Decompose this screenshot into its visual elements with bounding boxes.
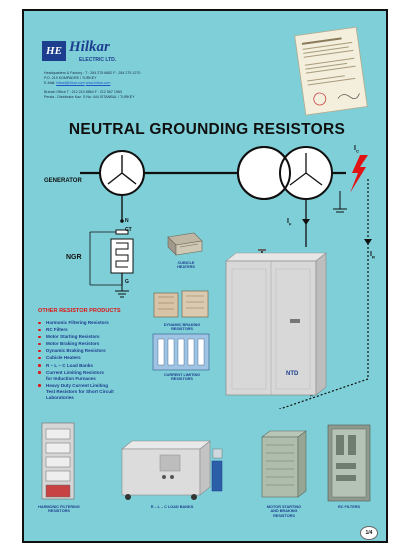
list-item: Laboratories — [46, 394, 74, 400]
address-line-3: Branch Office T : 212 210 8864 F : 212 5… — [44, 90, 122, 94]
list-item: Harmonic Filtering Resistors — [36, 319, 156, 326]
generator-label: GENERATOR — [44, 178, 82, 184]
rc-filters-image — [327, 424, 371, 502]
harmonic-filtering-image — [41, 422, 75, 500]
ic-subscript: C — [355, 148, 359, 154]
ground-label: G — [125, 279, 129, 285]
ngr-label: NGR — [66, 254, 82, 261]
ntd-cabinet-image — [225, 249, 327, 396]
list-item: Current Limiting Resistors — [36, 369, 156, 376]
address-line-4: Persia - Distributor Kaz. S No: 444 ISTA… — [44, 95, 135, 99]
email-link[interactable]: hilkar@hilkar.com — [56, 81, 85, 85]
company-name: Hilkar — [69, 39, 110, 55]
address-line-2: P.O. 219 KOMPADRE / TURKEY — [44, 76, 97, 80]
company-subtitle: ELECTRIC LTD. — [79, 57, 117, 63]
harmonic-filtering-caption: HARMONIC FILTERING RESISTORS — [38, 505, 80, 514]
rlc-load-bank-image — [121, 440, 223, 500]
rc-filters-caption: RC FILTERS — [337, 505, 361, 509]
if-subscript: F — [288, 221, 292, 227]
email-line: E-Mail: hilkar@hilkar.com www.hilkar.com — [44, 81, 110, 85]
list-item: Cubicle Heaters — [36, 354, 156, 361]
current-limiting-caption: CURRENT LIMITING RESISTORS — [163, 373, 201, 382]
ntd-label: NTD — [286, 371, 299, 377]
neutral-label: N — [125, 218, 129, 224]
rlc-load-banks-caption: R – L – C LOAD BANKS — [150, 505, 194, 509]
ir-subscript: R — [371, 254, 375, 260]
list-item: RC Filters — [36, 326, 156, 333]
resistor-current-label: IR — [370, 251, 375, 259]
company-logo-mark: HE — [42, 41, 66, 61]
certificate-image — [294, 26, 368, 116]
motor-starting-image — [261, 430, 307, 498]
list-item: for Induction Furnaces — [46, 375, 96, 381]
if-symbol: I — [287, 218, 289, 225]
ic-symbol: I — [354, 145, 356, 152]
cubicle-heaters-caption: CUBICLE HEATERS — [177, 261, 195, 270]
poster: HE Hilkar ELECTRIC LTD. Headquarters & F… — [22, 9, 388, 543]
email-label: E-Mail: — [44, 81, 56, 85]
motor-starting-caption: MOTOR STARTING AND BRAKING RESISTORS — [266, 505, 302, 518]
dynamic-braking-caption: DYNAMIC BRAKING RESISTORS — [163, 323, 201, 332]
cubicle-heater-image — [167, 232, 203, 256]
page-title: NEUTRAL GROUNDING RESISTORS — [68, 121, 346, 138]
products-title: OTHER RESISTOR PRODUCTS — [38, 308, 121, 314]
list-item: Test Resistors for Short Circuit — [46, 388, 114, 394]
website-link[interactable]: www.hilkar.com — [85, 81, 111, 85]
products-list: Harmonic Filtering Resistors RC Filters … — [36, 319, 156, 401]
list-item: R – L – C Load Banks — [36, 362, 156, 369]
fault-current-label: IF — [287, 218, 291, 226]
wiring-diagram — [80, 146, 372, 409]
ct-label: CT — [125, 227, 132, 233]
capacitive-current-label: IC — [354, 145, 359, 153]
list-item: Motor Starting Resistors — [36, 333, 156, 340]
list-item: Motor Braking Resistors — [36, 340, 156, 347]
address-line-1: Headquarters & Factory : T : 284 275 666… — [44, 71, 141, 75]
current-limiting-image — [152, 333, 210, 371]
list-item: Heavy Duty Current Limiting — [36, 382, 156, 389]
ir-symbol: I — [370, 251, 372, 258]
page-number: 1/4 — [360, 526, 378, 540]
dynamic-braking-image — [153, 290, 209, 318]
list-item: Dynamic Braking Resistors — [36, 347, 156, 354]
